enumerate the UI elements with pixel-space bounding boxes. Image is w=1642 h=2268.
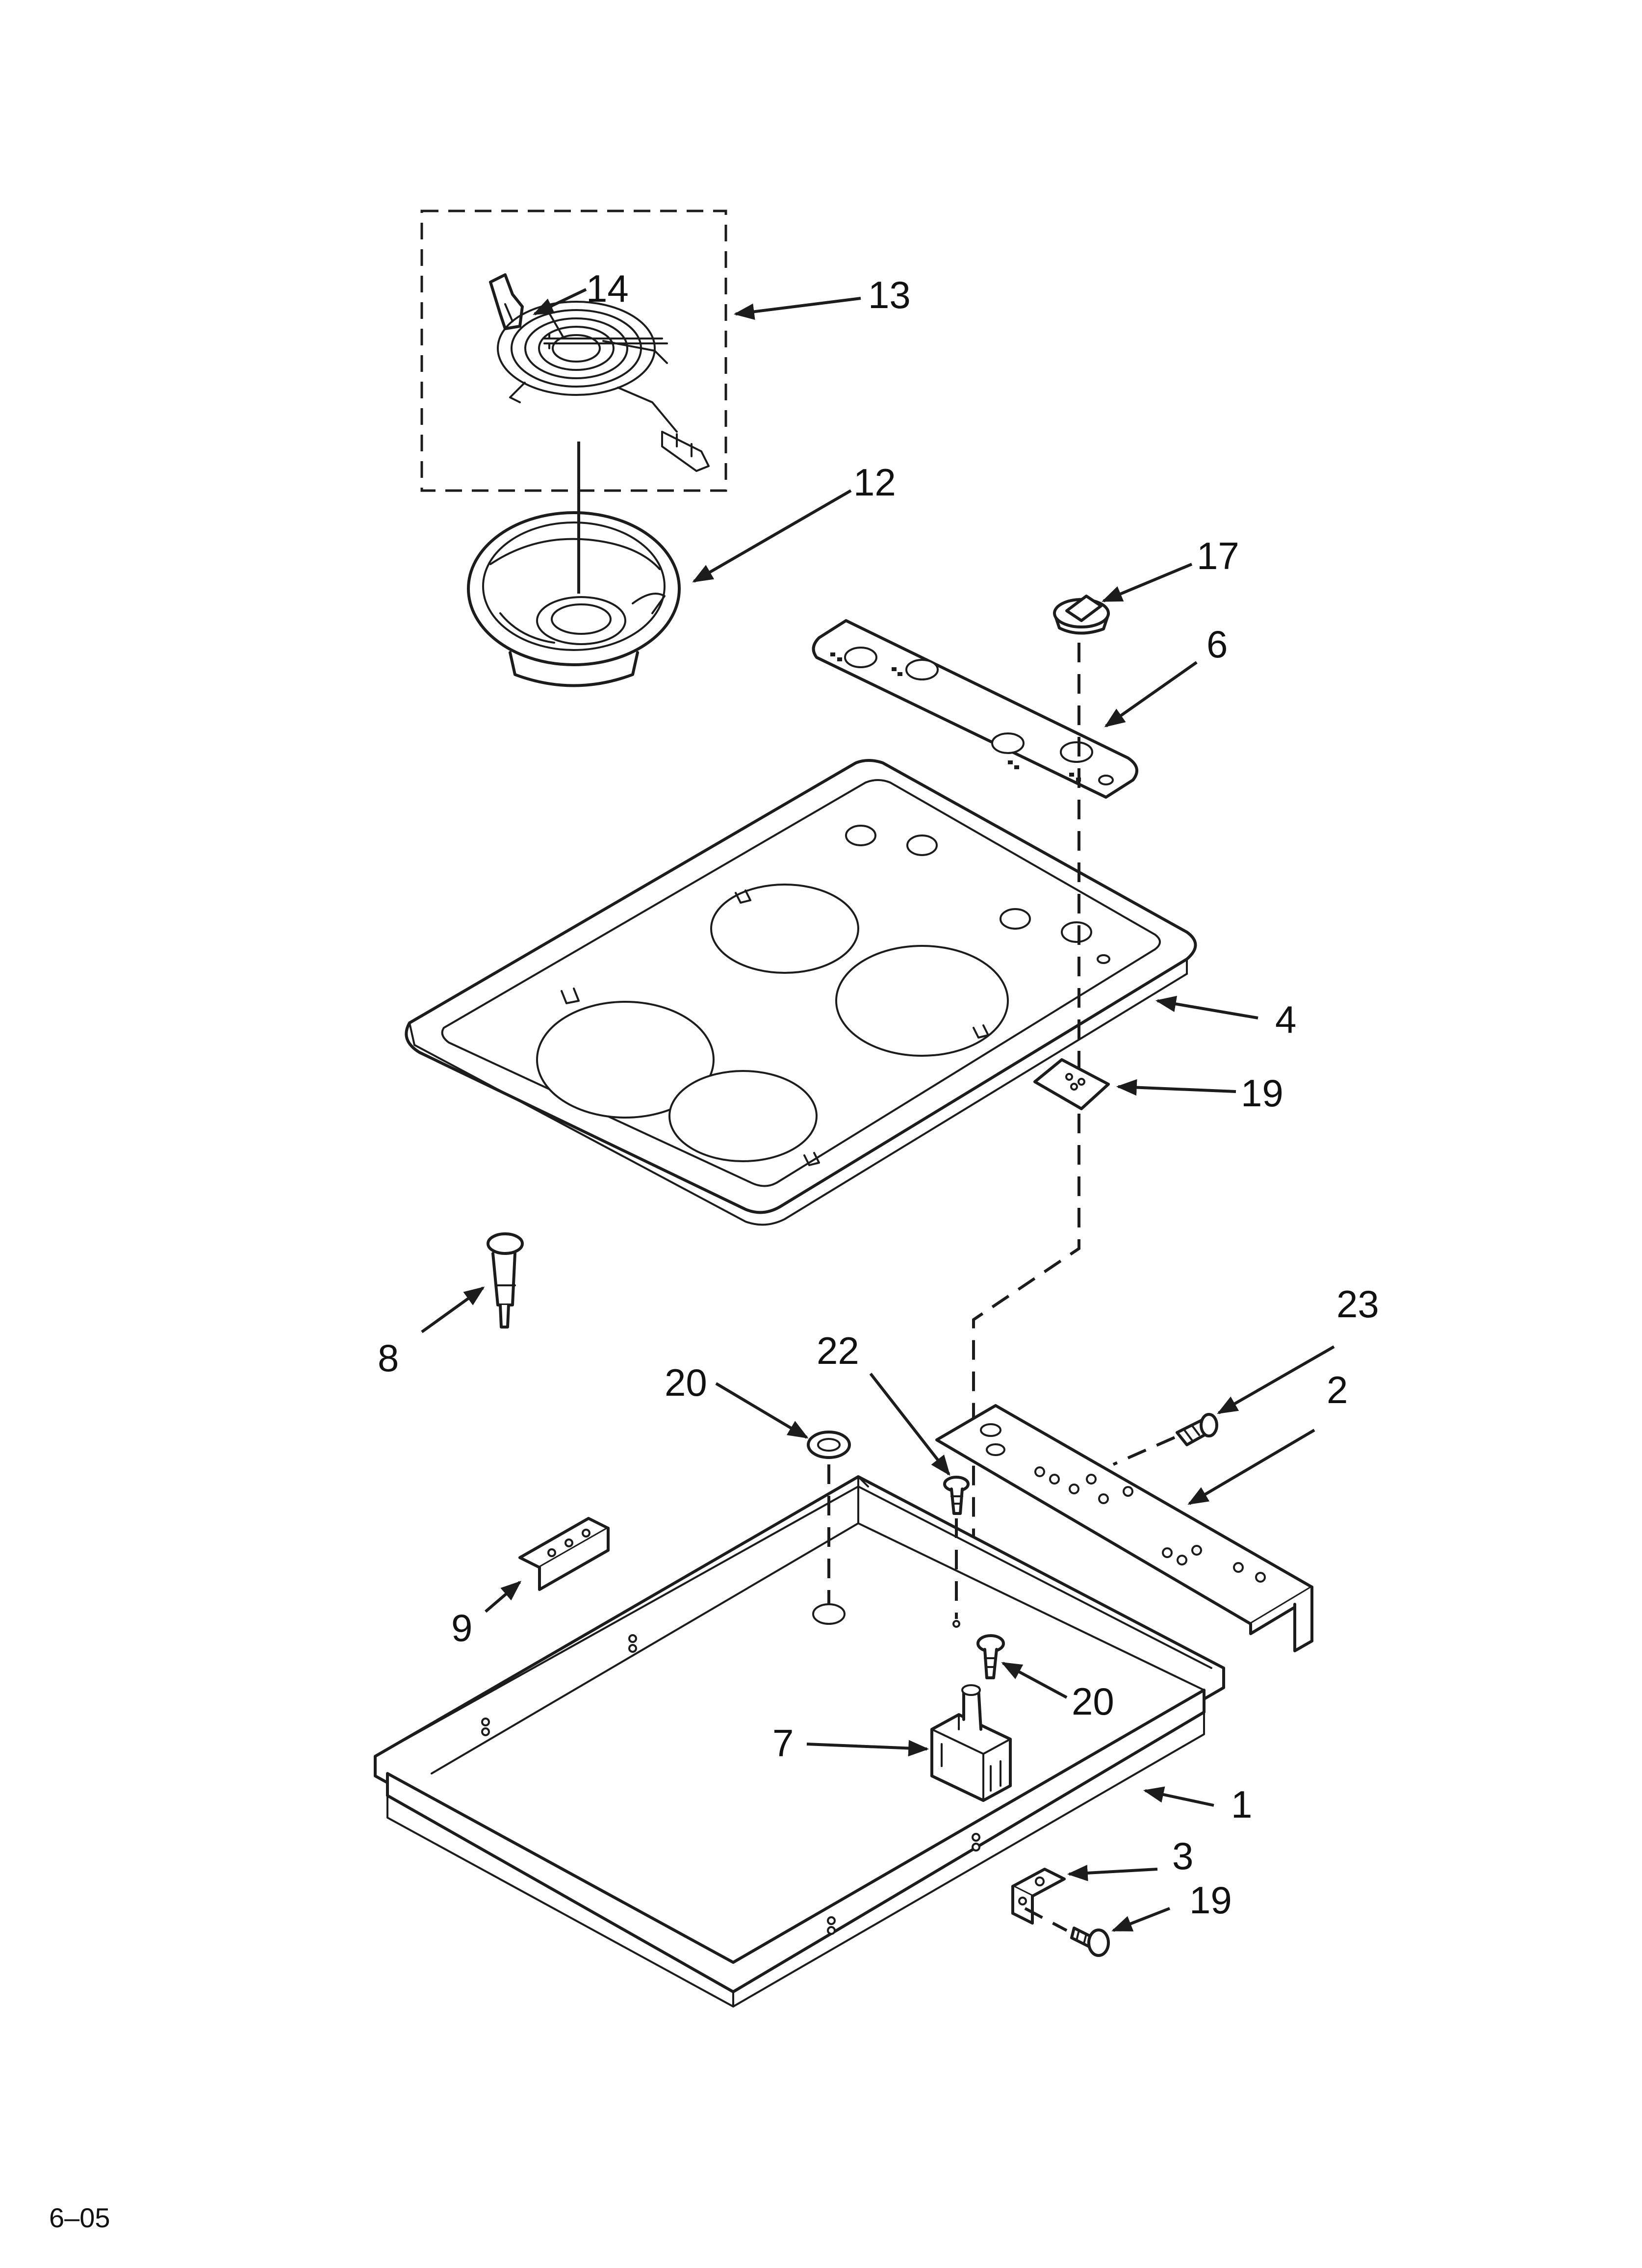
dash-line-knob-valve xyxy=(972,643,1080,1663)
callout-1: 1 xyxy=(1231,1783,1252,1826)
dash-line-bracket xyxy=(1024,1907,1068,1932)
wiring-label xyxy=(1033,1058,1110,1110)
burner-box xyxy=(374,1475,1225,2007)
control-knob xyxy=(1053,595,1110,635)
callout-23: 23 xyxy=(1336,1282,1379,1326)
dash-line-screw-23 xyxy=(1112,1436,1176,1466)
screw-19 xyxy=(1070,1927,1110,1957)
callout-17: 20 xyxy=(665,1361,707,1404)
footer-code: 6–05 xyxy=(49,2202,110,2233)
small-bracket xyxy=(1011,1868,1066,1925)
callout-12: 13 xyxy=(868,273,911,316)
callout-19: 19 xyxy=(1189,1878,1232,1922)
callout-13: 14 xyxy=(586,267,629,310)
callout-3: 3 xyxy=(1172,1834,1193,1877)
grommet xyxy=(807,1431,851,1459)
callout-7: 7 xyxy=(772,1721,794,1765)
control-panel-overlay xyxy=(812,619,1138,799)
callout-4: 4 xyxy=(1275,998,1296,1041)
cooktop xyxy=(405,759,1197,1226)
element-assembly-box xyxy=(420,209,727,492)
surface-element-coil xyxy=(497,301,710,472)
callout-22: 22 xyxy=(817,1329,859,1372)
callout-arrows xyxy=(421,288,1335,1932)
callout-labels: 14 13 12 17 6 4 19 8 20 22 23 2 9 20 7 1… xyxy=(378,267,1379,1922)
callout-2: 2 xyxy=(1327,1368,1348,1411)
callout-6: 6 xyxy=(1206,623,1228,666)
callout-20: 20 xyxy=(1072,1680,1114,1723)
screw-22 xyxy=(943,1476,970,1515)
terminal-clip xyxy=(489,273,524,330)
control-bracket xyxy=(935,1404,1313,1652)
indicator-light xyxy=(487,1232,524,1329)
callout-8: 8 xyxy=(378,1336,399,1380)
screw-23 xyxy=(1176,1413,1218,1446)
drip-bowl xyxy=(467,511,681,687)
mounting-bracket xyxy=(518,1517,610,1591)
callout-9: 9 xyxy=(451,1606,472,1649)
callout-14: 17 xyxy=(1197,534,1239,577)
callout-15: 19 xyxy=(1241,1071,1283,1115)
screw-20 xyxy=(976,1634,1005,1679)
callout-11: 12 xyxy=(853,461,896,504)
infinite-switch xyxy=(930,1684,1012,1802)
